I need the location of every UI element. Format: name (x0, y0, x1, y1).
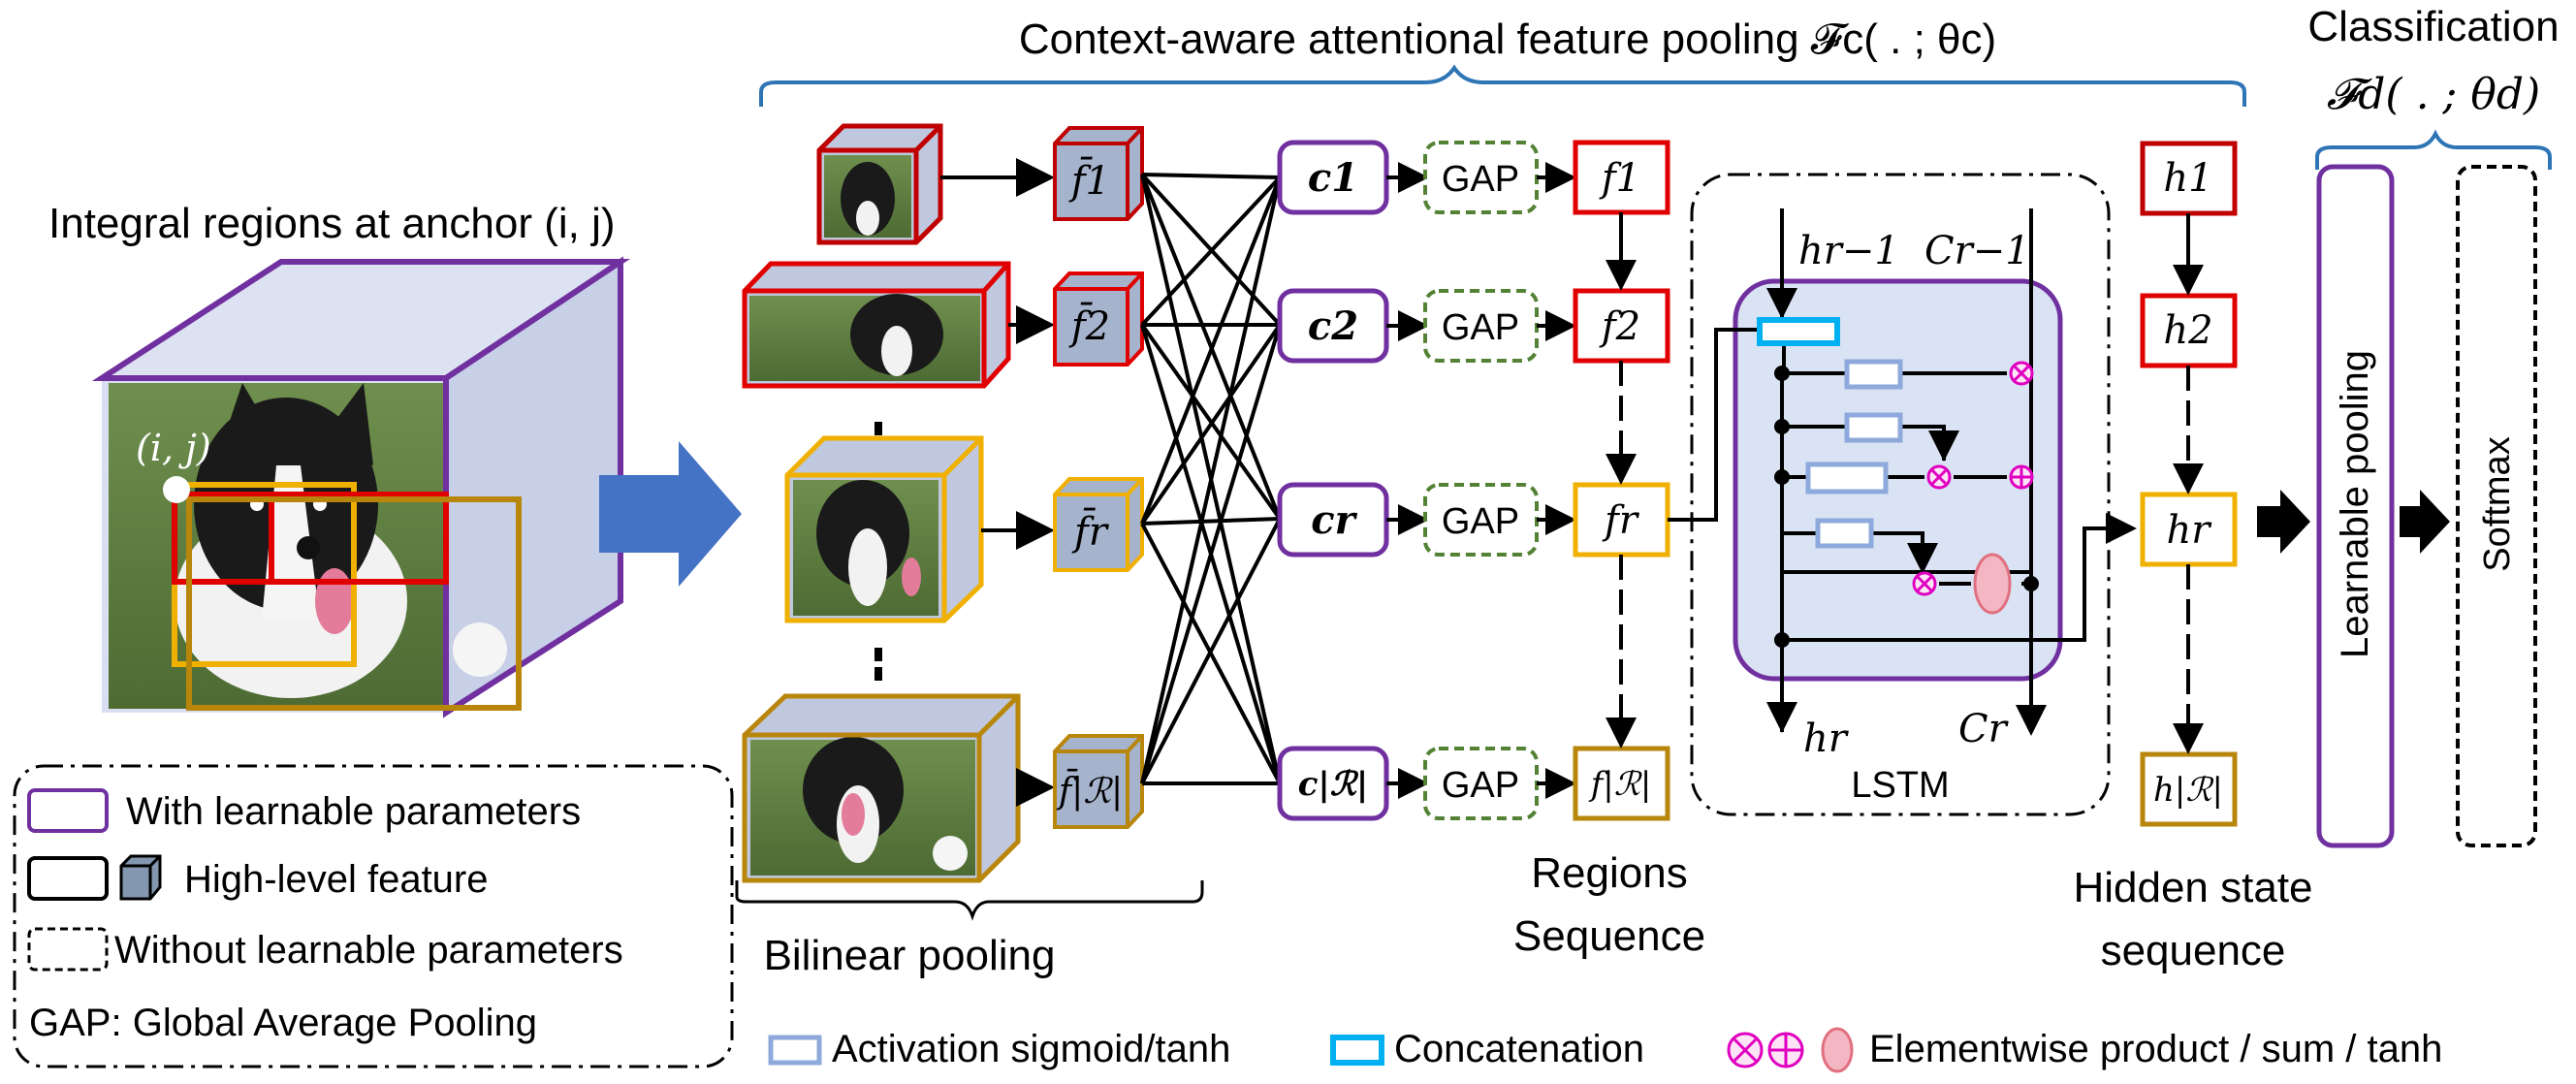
arrow-to-pooling (2257, 490, 2310, 554)
legend-feature-label: High-level feature (184, 858, 489, 901)
region-cube-1 (816, 123, 943, 245)
legend-nonlearnable-swatch (27, 927, 109, 972)
vertical-dots-2 (875, 648, 882, 681)
feature-cube-2 (1053, 271, 1144, 367)
bilinear-pooling-label: Bilinear pooling (764, 932, 1056, 979)
legend-tanh-icon (1821, 1027, 1854, 1073)
classification-formula: 𝓕d( . ; θd) (2327, 70, 2540, 119)
legend-product-icon (1727, 1032, 1764, 1068)
activation-block-4 (1815, 518, 1874, 549)
region-box-red-wide (172, 492, 449, 585)
lstm-title: LSTM (1851, 765, 1949, 806)
lstm-h-out: hr (1803, 717, 1850, 761)
h-label-r: hr (2167, 508, 2213, 553)
input-arrow (599, 441, 742, 587)
h-label-1: h1 (2163, 156, 2212, 201)
concat-block (1757, 317, 1840, 346)
c-label-r: cr (1311, 497, 1357, 543)
legend-learnable-swatch (27, 788, 109, 833)
f-label-1: f1 (1599, 156, 1640, 201)
h-label-last: h|ℛ| (2153, 771, 2223, 810)
hidden-caption-line2: sequence (2101, 927, 2286, 974)
integral-regions-label: Integral regions at anchor (i, j) (48, 200, 616, 247)
classification-brace (2315, 129, 2552, 170)
gap-label-last: GAP (1442, 765, 1519, 806)
attention-connections (1140, 173, 1282, 785)
hidden-caption-line1: Hidden state (2073, 864, 2312, 911)
gap-label-2: GAP (1442, 307, 1519, 348)
f-label-2: f2 (1599, 304, 1640, 349)
lstm-h-prev: hr−1 (1798, 229, 1899, 273)
legend-elementwise-label: Elementwise product / sum / tanh (1869, 1028, 2442, 1070)
activation-block-3 (1805, 462, 1889, 494)
legend-learnable-label: With learnable parameters (126, 790, 581, 833)
learnable-pooling-label: Learnable pooling (2334, 350, 2376, 658)
sum-op (2009, 464, 2034, 490)
feature-label-last: f̄|ℛ| (1056, 769, 1123, 812)
legend-gap-label: GAP: Global Average Pooling (29, 1002, 537, 1044)
f-label-r: fr (1602, 498, 1640, 543)
anchor-label: (i, j) (136, 427, 211, 469)
legend-sum-icon (1767, 1032, 1804, 1068)
h-box-1 (2140, 141, 2238, 216)
integral-regions-cube: (i, j) (91, 256, 630, 718)
region-cube-r (784, 435, 984, 623)
c-label-last: c|ℛ| (1298, 765, 1369, 804)
c-label-1: c1 (1308, 155, 1358, 201)
h-box-last (2140, 751, 2238, 827)
f-label-last: f|ℛ| (1588, 765, 1652, 804)
feature-label-r: f̄r (1071, 507, 1110, 555)
feature-label-2: f̄2 (1068, 302, 1110, 349)
regions-sequence-line1: Regions (1531, 849, 1687, 897)
product-op-2 (1926, 464, 1952, 490)
context-aware-brace (759, 64, 2246, 107)
legend-concat-swatch (1330, 1035, 1384, 1066)
activation-block-1 (1844, 359, 1903, 390)
f-box-last (1573, 746, 1670, 821)
c-label-2: c2 (1308, 303, 1358, 349)
legend-nonlearnable-label: Without learnable parameters (114, 929, 623, 972)
activation-block-2 (1844, 412, 1903, 443)
gap-label-r: GAP (1442, 501, 1519, 542)
feature-cube-1 (1053, 126, 1144, 221)
product-op-3 (1912, 571, 1937, 596)
feature-cube-r (1053, 477, 1144, 572)
region-cube-2 (742, 261, 1011, 389)
learnable-pooling-box (2316, 164, 2395, 848)
softmax-label: Softmax (2477, 436, 2518, 571)
lstm-c-prev: Cr−1 (1924, 229, 2030, 273)
lstm-junctions (1774, 366, 2039, 648)
legend-activation-label: Activation sigmoid/tanh (832, 1028, 1230, 1070)
lstm-outer-box (1690, 173, 2111, 816)
product-op-1 (2009, 361, 2034, 386)
classification-title: Classification (2307, 3, 2559, 50)
legend-activation-swatch (768, 1035, 822, 1066)
f-box-2 (1573, 288, 1670, 364)
arrow-to-softmax (2400, 490, 2450, 554)
region-box-gold (186, 496, 522, 711)
region-cube-last (742, 693, 1021, 883)
feature-cube-last (1053, 734, 1144, 829)
lstm-c-out: Cr (1958, 707, 2010, 751)
tanh-op (1973, 553, 2012, 615)
legend-feature-swatch (27, 856, 109, 901)
feature-label-1: f̄1 (1068, 156, 1110, 204)
context-aware-title: Context-aware attentional feature poolin… (1019, 16, 1996, 63)
softmax-box (2456, 165, 2537, 847)
gap-label-1: GAP (1442, 159, 1519, 200)
regions-sequence-line2: Sequence (1513, 912, 1705, 960)
legend-cube-icon (119, 854, 162, 901)
h-label-2: h2 (2163, 308, 2212, 353)
legend-box (13, 764, 734, 1068)
bilinear-brace (735, 880, 1204, 921)
anchor-point (163, 476, 190, 503)
legend-concat-label: Concatenation (1394, 1028, 1644, 1070)
